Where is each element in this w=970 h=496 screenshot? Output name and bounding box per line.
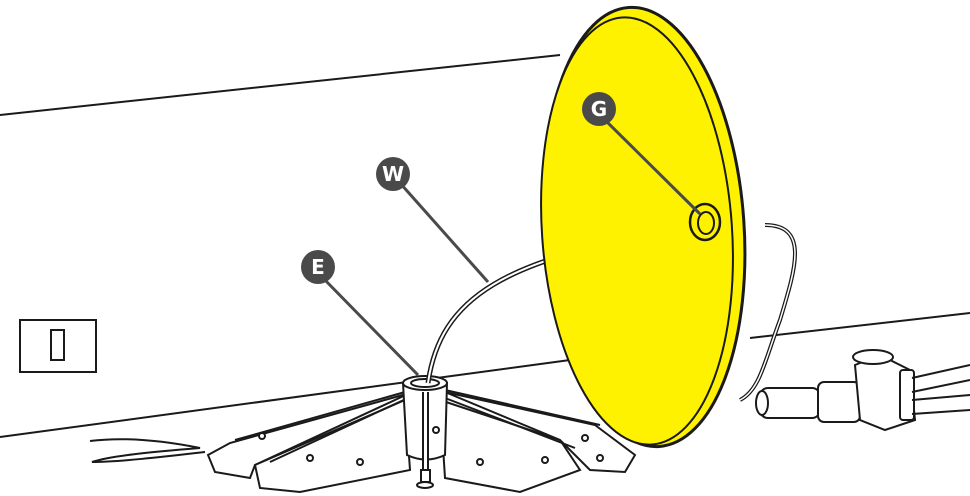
connector-top — [852, 349, 894, 365]
leader-g — [602, 117, 702, 216]
callout-g: G — [582, 92, 616, 126]
callout-w: W — [376, 157, 410, 191]
floor-edge-right — [749, 312, 970, 339]
base-spoke-1 — [234, 391, 406, 441]
base-bolt-5 — [541, 456, 549, 464]
wall-outlet-icon — [19, 319, 97, 373]
base-spoke-3 — [444, 397, 576, 449]
base-bolt-3 — [356, 458, 364, 466]
base-hub-slot — [422, 392, 429, 471]
connector-tube-2 — [911, 379, 970, 393]
dish-inner — [540, 16, 734, 446]
base-spoke-2 — [269, 397, 409, 463]
power-cord — [89, 438, 206, 463]
callout-e-label: E — [311, 255, 325, 279]
connector-tube-4 — [911, 409, 970, 415]
base-hub-hole — [410, 378, 440, 388]
leader-e — [321, 276, 420, 377]
base-foot-right — [444, 391, 637, 474]
callout-g-label: G — [591, 97, 607, 121]
rear-cable — [738, 223, 797, 402]
base-hub-pin-cap — [416, 481, 434, 489]
base-bolt-4 — [476, 458, 484, 466]
dish — [540, 5, 747, 449]
base-bolt-6 — [581, 434, 589, 442]
base-stand — [206, 375, 637, 494]
ceiling-edge — [0, 54, 561, 116]
leader-w — [398, 182, 490, 283]
callout-leaders — [321, 117, 702, 377]
room-lines — [0, 54, 970, 438]
callout-e: E — [301, 250, 335, 284]
callout-w-badge — [376, 157, 410, 191]
base-bolt-2 — [306, 454, 314, 462]
callout-e-badge — [301, 250, 335, 284]
connector-clamp — [899, 369, 915, 421]
base-hub-screw — [432, 426, 440, 434]
connector-plug-end — [755, 390, 769, 416]
base-spoke-4 — [444, 389, 601, 426]
base-hub-pin — [420, 469, 431, 483]
callout-w-label: W — [382, 162, 404, 186]
connector-sleeve — [817, 381, 861, 423]
callout-g-badge — [582, 92, 616, 126]
base-bolt-1 — [258, 432, 266, 440]
connector-assembly — [755, 349, 970, 432]
connector-tube-3 — [911, 394, 970, 401]
dish-feed-hole-inner — [697, 211, 715, 235]
rear-cable-core — [739, 224, 796, 401]
base-bolt-7 — [596, 454, 604, 462]
base-foot-front-right — [438, 398, 582, 494]
connector-tube-1 — [911, 364, 970, 379]
floor-edge — [0, 359, 571, 438]
